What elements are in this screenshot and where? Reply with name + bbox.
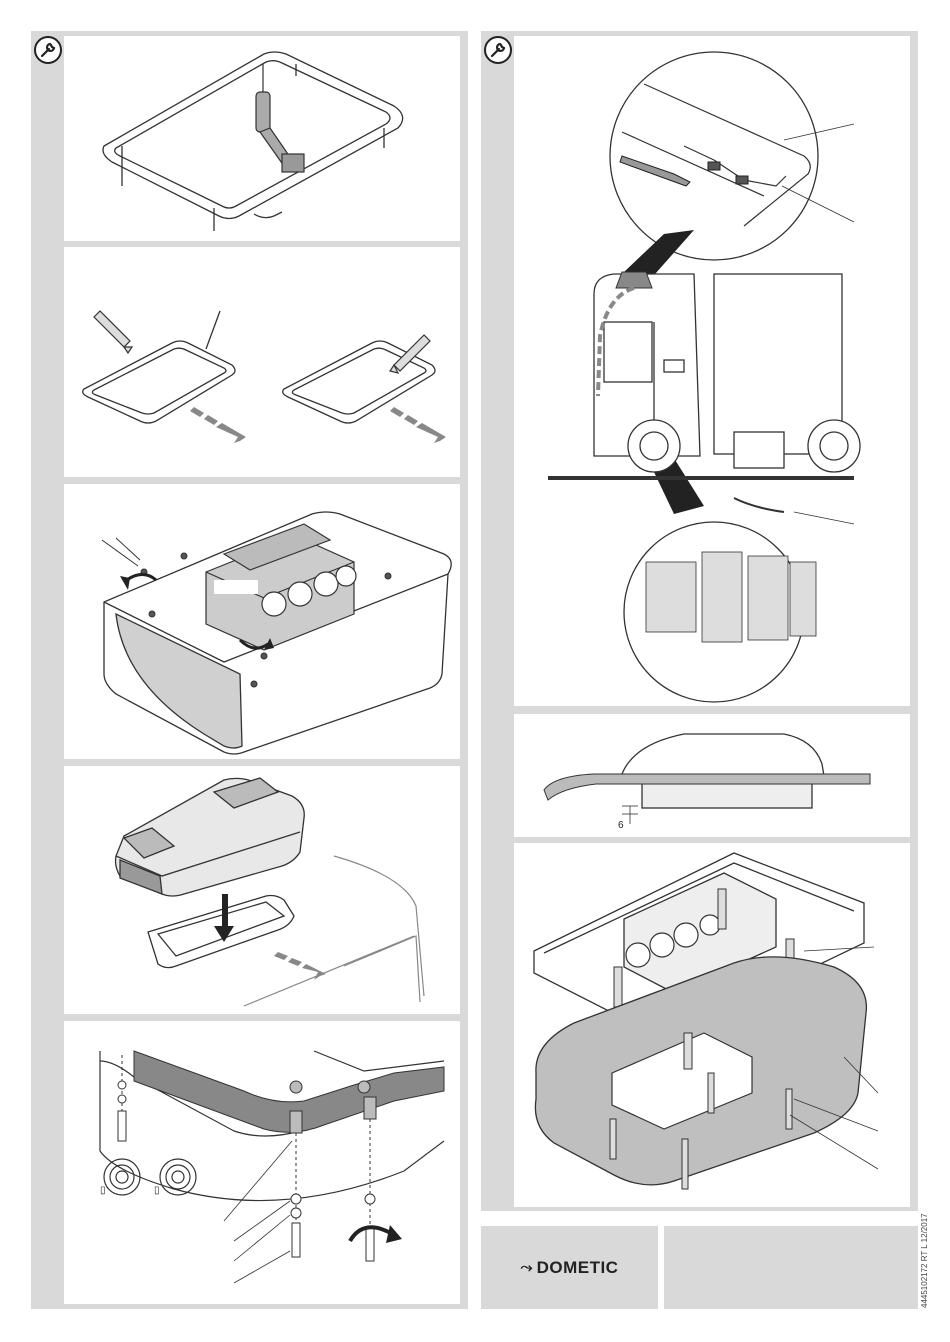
- unit-placement-illustration: [64, 766, 460, 1014]
- panel-seal-screws: ▯ ▯: [64, 1021, 460, 1304]
- washer-label-2: ▯: [154, 1185, 160, 1196]
- panel-interior-cover: [514, 843, 910, 1207]
- wrench-icon: [484, 36, 512, 64]
- brand-logo-block: ⤳ DOMETIC: [481, 1226, 658, 1309]
- unit-bottom-illustration: [64, 484, 460, 759]
- wrench-icon: [34, 36, 62, 64]
- panel-roof-profile: 6: [514, 714, 910, 837]
- drill-frame-illustration: [64, 36, 460, 241]
- document-code: 4445102172 RT L 12/2017: [920, 1213, 929, 1308]
- dometic-logo-icon: ⤳: [521, 1259, 533, 1276]
- panel-drill-frame: [64, 36, 460, 241]
- washer-label-1: ▯: [100, 1185, 106, 1196]
- roof-dimension-label: 6: [618, 820, 624, 831]
- sealant-illustration: [64, 247, 460, 477]
- seal-screws-illustration: ▯ ▯: [64, 1021, 460, 1304]
- panel-unit-bottom: [64, 484, 460, 759]
- panel-unit-placement: [64, 766, 460, 1014]
- panel-sealant: [64, 247, 460, 477]
- panel-truck-wiring: [514, 36, 910, 706]
- footer-blank-block: [664, 1226, 918, 1309]
- truck-wiring-illustration: [514, 36, 910, 706]
- interior-cover-illustration: [514, 843, 910, 1207]
- roof-profile-illustration: 6: [514, 714, 910, 837]
- brand-name: DOMETIC: [537, 1258, 619, 1278]
